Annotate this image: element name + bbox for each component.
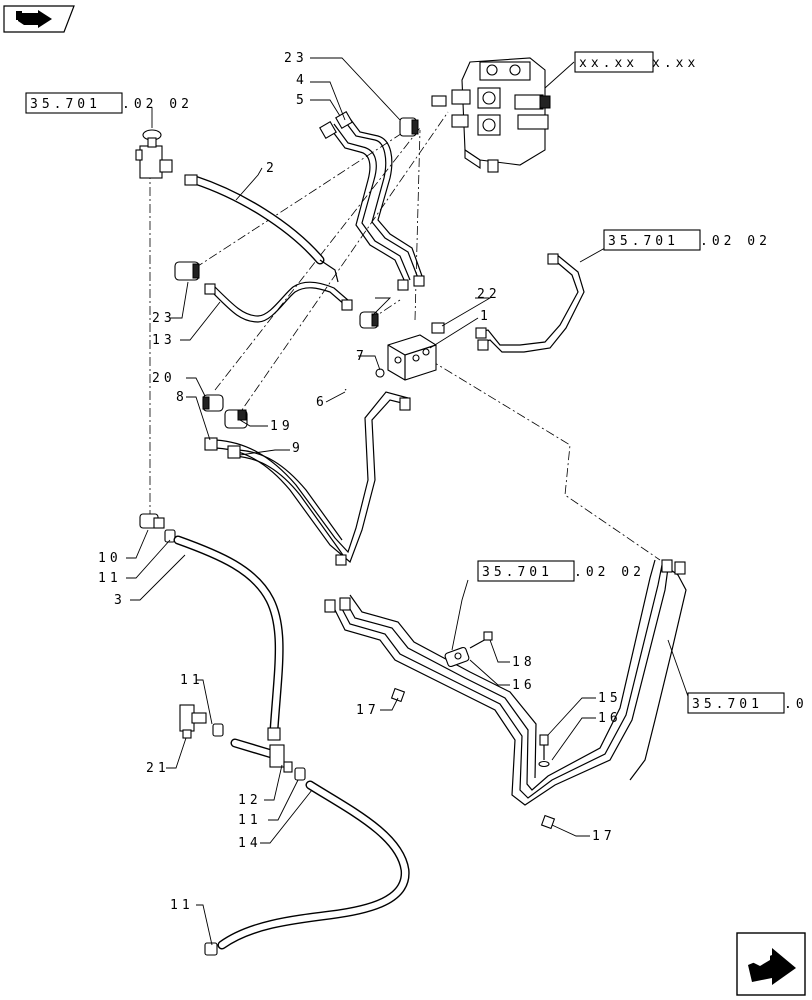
label-18: 18: [512, 655, 536, 670]
ref-top-left[interactable]: 35.701 .02 02: [25, 92, 193, 114]
ref-right-upper[interactable]: 35.701 .02 02: [603, 229, 771, 251]
fitting-11-a: [164, 529, 176, 543]
fitting-20: [202, 394, 224, 412]
clamp-16: [444, 646, 470, 668]
fitting-11-b: [212, 723, 224, 737]
back-nav-icon[interactable]: [3, 5, 75, 33]
label-21: 21: [146, 761, 170, 776]
label-10: 10: [98, 551, 122, 566]
label-5: 5: [296, 93, 308, 108]
label-4: 4: [296, 73, 308, 88]
fitting-19: [224, 409, 248, 429]
label-15: 15: [598, 691, 622, 706]
small-valve: [135, 129, 173, 179]
fitting-23-top: [399, 117, 419, 137]
label-23-top: 23: [284, 51, 308, 66]
label-19: 19: [270, 419, 294, 434]
fitting-23-left: [174, 261, 200, 281]
center-lines: [149, 111, 661, 561]
nut-17-lower: [540, 814, 556, 830]
pipe-9: [204, 391, 411, 566]
svg-text:xx.xx: xx.xx: [579, 56, 638, 71]
svg-text:.0: .0: [784, 697, 808, 712]
label-17-b: 17: [592, 829, 616, 844]
label-7: 7: [356, 349, 368, 364]
fitting-11-c: [294, 767, 306, 781]
manifold-block: [387, 334, 437, 381]
svg-text:35.701: 35.701: [692, 697, 763, 712]
elbow-10: [139, 513, 165, 529]
fitting-11-d: [204, 942, 218, 956]
svg-text:35.701: 35.701: [30, 97, 101, 112]
control-valve: [431, 57, 551, 173]
tee-21: [179, 704, 207, 739]
label-11-b: 11: [180, 673, 204, 688]
label-11-a: 11: [98, 571, 122, 586]
hose-3: [173, 535, 284, 741]
fitting-24: [359, 311, 379, 329]
label-11-c: 11: [238, 813, 262, 828]
svg-text:x.xx: x.xx: [652, 56, 699, 71]
label-8: 8: [176, 390, 188, 405]
label-11-d: 11: [170, 898, 194, 913]
bolt-18: [469, 631, 493, 649]
ref-right-lower[interactable]: 35.701 .0: [687, 692, 808, 714]
nut-17-upper: [390, 687, 406, 703]
tee-12: [230, 738, 293, 773]
svg-text:35.701: 35.701: [482, 565, 553, 580]
label-6: 6: [316, 395, 328, 410]
label-23-left: 23: [152, 311, 176, 326]
label-17-a: 17: [356, 703, 380, 718]
fitting-22: [431, 322, 445, 334]
label-16-b: 16: [598, 711, 622, 726]
pipe-right-upper: [475, 253, 585, 353]
label-20: 20: [152, 371, 176, 386]
pipes-4-5: [319, 111, 425, 291]
label-22: 22: [477, 287, 501, 302]
bolt-15: [538, 734, 550, 768]
label-2: 2: [266, 161, 278, 176]
hose-14: [217, 780, 410, 950]
ref-top-valve[interactable]: xx.xx x.xx: [574, 51, 699, 73]
part-labels: 23 4 5 2 23 13 22 1 7 6 20 8 19 9 10 11 …: [98, 51, 622, 913]
ref-center[interactable]: 35.701 .02 02: [477, 560, 645, 582]
label-12: 12: [238, 793, 262, 808]
label-13: 13: [152, 333, 176, 348]
svg-text:.02 02: .02 02: [122, 97, 193, 112]
svg-text:35.701: 35.701: [608, 234, 679, 249]
svg-text:.02 02: .02 02: [700, 234, 771, 249]
label-1: 1: [480, 309, 492, 324]
leader-lines: [126, 57, 691, 946]
label-3: 3: [114, 593, 126, 608]
label-9: 9: [292, 441, 304, 456]
pipe-13: [204, 281, 353, 323]
next-page-icon[interactable]: [736, 932, 806, 996]
bolt-6: [344, 368, 385, 391]
pipe-2: [184, 174, 339, 283]
label-16-a: 16: [512, 678, 536, 693]
pipes-lower-right: [324, 559, 687, 806]
svg-text:.02 02: .02 02: [574, 565, 645, 580]
label-14: 14: [238, 836, 262, 851]
